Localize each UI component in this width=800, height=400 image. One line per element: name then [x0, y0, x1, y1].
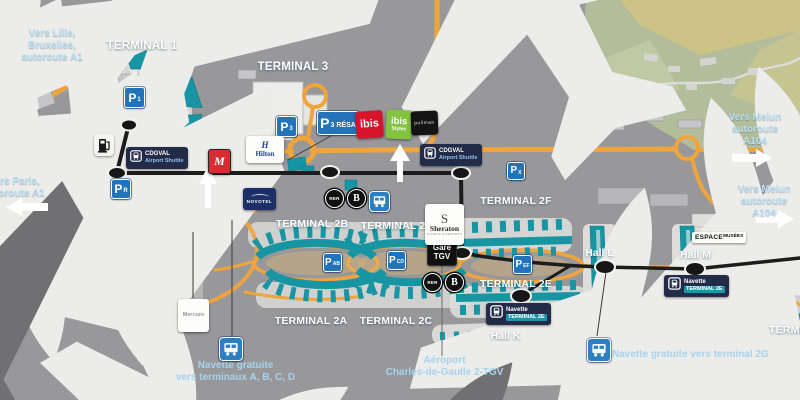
direction-melun-north: Vers Melun autoroute A104 [728, 112, 782, 147]
train-icon [490, 305, 503, 323]
shuttle-stations [107, 118, 706, 304]
train-icon [424, 146, 436, 164]
direction-paris: Vers Paris, autoroute A1 [0, 176, 45, 199]
sheraton-hotel-sign[interactable]: S Sheraton HOTELS & RESORTS [425, 204, 464, 245]
rer-b-icon-2bd[interactable]: RER B [325, 189, 366, 208]
novotel-hotel-sign[interactable]: NOVOTEL [243, 188, 276, 210]
rer-b-icon: B [445, 273, 464, 292]
fuel-station-icon[interactable] [94, 134, 114, 156]
train-icon [130, 149, 142, 167]
label-hall-l: Hall L [585, 247, 614, 259]
label-terminal-2a: TERMINAL 2A [274, 315, 348, 327]
rer-icon: RER [325, 189, 344, 208]
note-shuttle-2g: Navette gratuite vers terminal 2G [612, 349, 769, 360]
label-terminal-3: TERMINAL 3 [257, 61, 329, 73]
label-terminal-2e: TERMINAL 2E [479, 278, 552, 290]
label-terminal-1: TERMINAL 1 [106, 40, 178, 52]
bus-icon-abcd[interactable] [219, 337, 243, 361]
ibis-hotel-sign[interactable]: ibis [355, 110, 384, 139]
hilton-hotel-sign[interactable]: H Hilton [246, 136, 284, 163]
direction-lille: Vers Lille, Bruxelles, autoroute A1 [21, 28, 83, 63]
direction-arrows [6, 144, 794, 228]
note-shuttle-abcd: Navette gratuite vers terminaux A, B, C,… [175, 360, 296, 383]
bus-icon-2g[interactable] [587, 338, 611, 362]
terminal2f-building [455, 218, 573, 259]
direction-melun-south: Vers Melun autoroute A104 [737, 184, 791, 219]
village-buildings [643, 52, 762, 90]
rer-icon: RER [423, 273, 442, 292]
label-hall-k: Hall K [490, 330, 521, 342]
bus-icon-2bd[interactable] [369, 191, 390, 212]
label-terminal-2f: TERMINAL 2F [480, 195, 552, 207]
label-hall-m: Hall M [680, 249, 711, 261]
label-terminal-2d: TERMINAL 2D [360, 220, 434, 232]
train-icon [668, 277, 681, 295]
label-terminal-2b: TERMINAL 2B [275, 218, 349, 230]
leader-lines [192, 132, 607, 356]
citizenm-hotel-sign[interactable]: M [208, 149, 231, 174]
label-terminal-2c: TERMINAL 2C [359, 315, 433, 327]
rer-b-icon-2e[interactable]: RER B [423, 273, 464, 292]
pullman-hotel-sign[interactable]: pullman [410, 110, 439, 136]
sheraton-logo: S [440, 211, 449, 227]
label-terminal-2g: TERMINAL 2G [769, 324, 800, 336]
ibis-styles-hotel-sign[interactable]: ibis Styles [385, 109, 413, 140]
note-tgv-station: Aéroport Charles-de-Gaulle 2-TGV [385, 355, 504, 378]
novotel-swoosh [250, 193, 269, 200]
rer-b-icon: B [347, 189, 366, 208]
mercure-hotel-sign[interactable]: Mercure [178, 299, 209, 332]
hilton-logo: H [261, 140, 269, 151]
